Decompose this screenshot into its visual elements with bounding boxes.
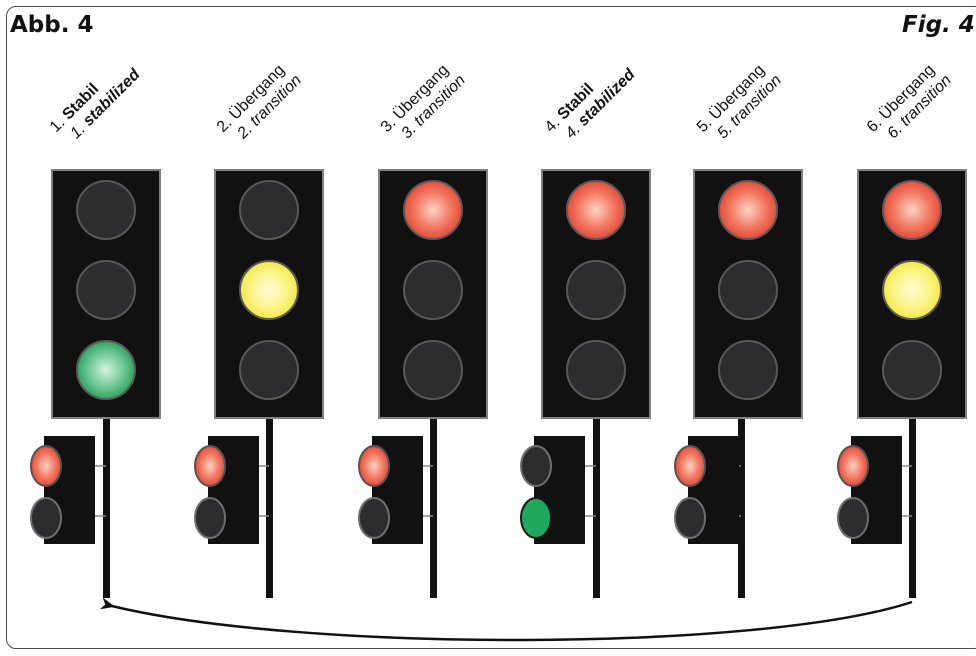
main-lamp-off [239, 340, 299, 400]
figure-title-german: Abb. 4 [10, 12, 94, 38]
main-lamp-off [882, 340, 942, 400]
cycle-arrow [99, 597, 913, 642]
aux-lamp-red [674, 445, 706, 487]
main-lamp-red [566, 180, 626, 240]
signal-pole [593, 415, 600, 598]
aux-lamp-off [520, 445, 552, 487]
main-lamp-off [403, 260, 463, 320]
figure-title-english: Fig. 4 [902, 12, 975, 38]
aux-lamp-off [837, 497, 869, 539]
aux-lamp-red [30, 445, 62, 487]
main-lamp-red [718, 180, 778, 240]
main-lamp-red [882, 180, 942, 240]
signal-stage-4 [520, 169, 651, 598]
signal-pole [103, 415, 110, 598]
aux-lamp-off [30, 497, 62, 539]
aux-lamp-off [358, 497, 390, 539]
main-lamp-off [76, 180, 136, 240]
signal-pole [909, 415, 916, 598]
signal-stage-6 [837, 169, 967, 598]
main-lamp-off [76, 260, 136, 320]
aux-lamp-off [674, 497, 706, 539]
aux-lamp-red [837, 445, 869, 487]
signal-stage-3 [358, 169, 488, 598]
signal-pole [738, 415, 745, 598]
signal-pole [430, 415, 437, 598]
main-lamp-red [403, 180, 463, 240]
signal-stage-5 [674, 169, 803, 598]
main-lamp-off [566, 260, 626, 320]
signal-stage-2 [194, 169, 324, 598]
main-lamp-yellow [882, 260, 942, 320]
main-lamp-off [566, 340, 626, 400]
main-lamp-off [403, 340, 463, 400]
main-lamp-off [718, 260, 778, 320]
signal-stage-1 [30, 169, 161, 598]
figure-frame [6, 6, 976, 649]
signal-pole [266, 415, 273, 598]
aux-lamp-red [194, 445, 226, 487]
main-lamp-yellow [239, 260, 299, 320]
main-lamp-green [76, 340, 136, 400]
main-lamp-off [718, 340, 778, 400]
aux-lamp-red [358, 445, 390, 487]
aux-lamp-off [194, 497, 226, 539]
aux-lamp-green [520, 497, 552, 539]
main-lamp-off [239, 180, 299, 240]
